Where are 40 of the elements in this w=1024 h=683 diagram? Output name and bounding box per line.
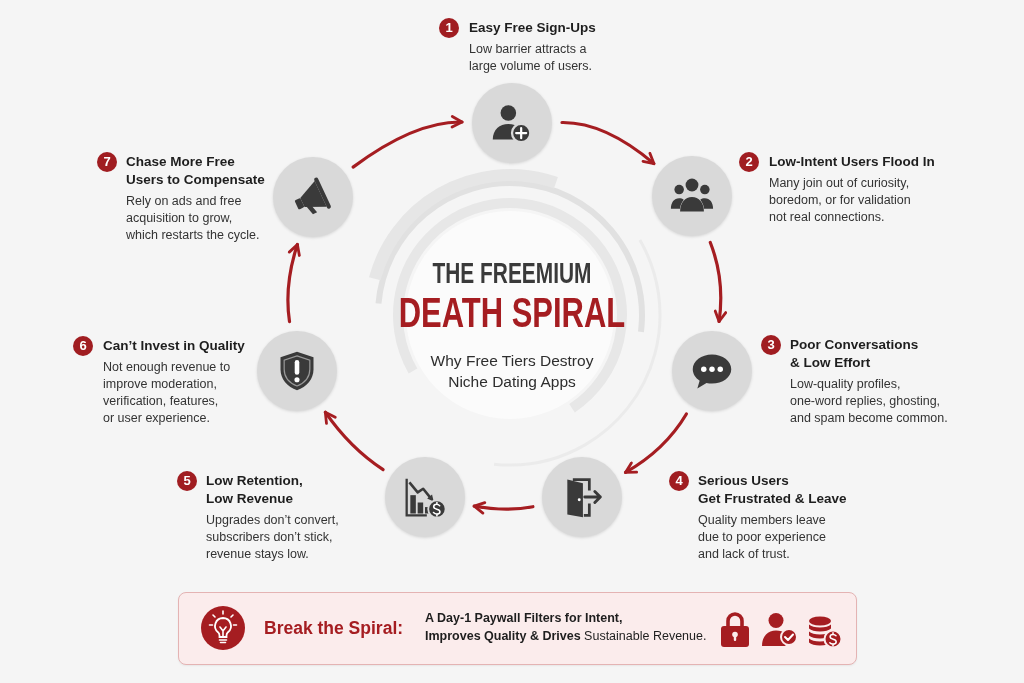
step-heading: Poor Conversations & Low Effort — [790, 336, 919, 372]
step-circle — [385, 457, 465, 537]
step-heading: Chase More Free Users to Compensate — [126, 153, 265, 189]
step-number: 7 — [97, 152, 117, 172]
step-heading: Low-Intent Users Flood In — [769, 153, 935, 171]
step-description: Upgrades don’t convert, subscribers don’t stick, revenue stays low. — [206, 512, 339, 563]
step-heading: Low Retention, Low Revenue — [206, 472, 303, 508]
arrow — [286, 242, 301, 324]
banner-text: A Day-1 Paywall Filters for Intent, Improves Quality & Drives Sustainable Revenue. — [425, 610, 707, 645]
step-number: 5 — [177, 471, 197, 491]
arrow — [472, 501, 535, 515]
arrow — [560, 120, 656, 166]
callout-banner — [178, 592, 857, 665]
arrow — [708, 240, 727, 324]
arrow — [623, 412, 688, 474]
subtitle: Why Free Tiers Destroy Niche Dating Apps — [430, 351, 594, 392]
step-number: 4 — [669, 471, 689, 491]
step-circle — [672, 331, 752, 411]
step-number: 3 — [761, 335, 781, 355]
step-circle — [273, 157, 353, 237]
step-heading: Easy Free Sign-Ups — [469, 19, 596, 37]
step-heading: Can’t Invest in Quality — [103, 337, 245, 355]
step-description: Not enough revenue to improve moderation, verification, features, or user experience. — [103, 359, 231, 427]
step-circle — [652, 156, 732, 236]
arrow — [323, 410, 385, 472]
step-number: 6 — [73, 336, 93, 356]
step-description: Many join out of curiosity, boredom, or for validation not real connections. — [769, 175, 911, 226]
step-description: Quality members leave due to poor experience and lack of trust. — [698, 512, 826, 563]
diagram-title: THE FREEMIUM DEATH SPIRAL — [398, 257, 626, 336]
step-description: Low barrier attracts a large volume of users. — [469, 41, 592, 75]
step-circle — [472, 83, 552, 163]
arrow — [351, 115, 464, 169]
step-heading: Serious Users Get Frustrated & Leave — [698, 472, 847, 508]
banner-heading: Break the Spiral: — [264, 617, 404, 640]
step-circle — [257, 331, 337, 411]
step-description: Rely on ads and free acquisition to grow, which restarts the cycle. — [126, 193, 260, 244]
step-number: 1 — [439, 18, 459, 38]
step-description: Low-quality profiles, one-word replies, ghosting, and spam become common. — [790, 376, 948, 427]
step-circle — [542, 457, 622, 537]
step-number: 2 — [739, 152, 759, 172]
